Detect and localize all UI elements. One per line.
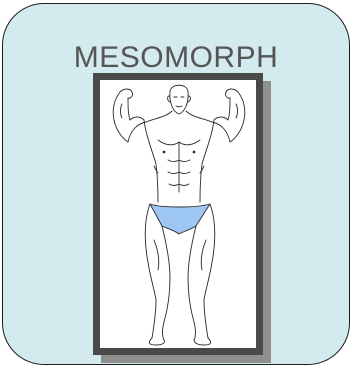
bodybuilder-flexing-icon	[100, 80, 256, 348]
illustration-frame	[93, 73, 263, 355]
card-title: MESOMORPH	[3, 43, 349, 73]
